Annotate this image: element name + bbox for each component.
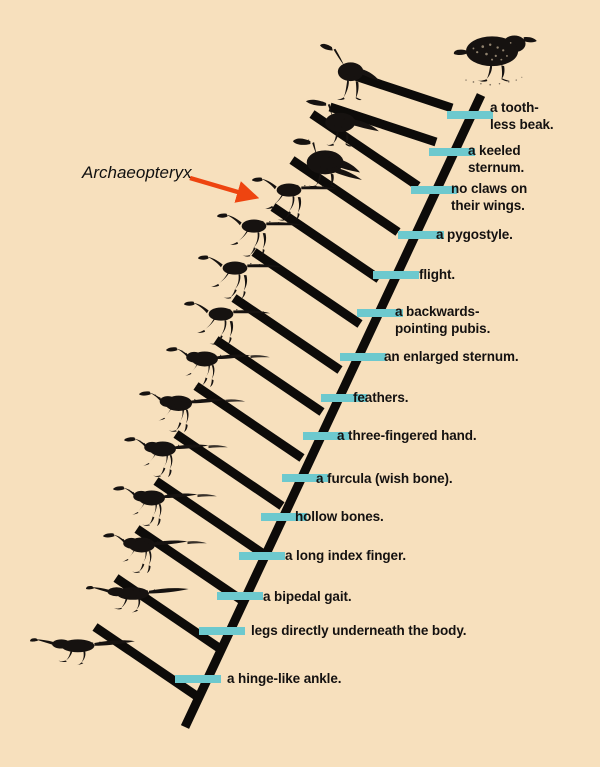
- character-label-feathers: feathers.: [353, 390, 409, 405]
- tick-no-claws-on-their-wings: [411, 186, 457, 194]
- character-label-a-bipedal-gait: a bipedal gait.: [263, 589, 352, 604]
- organism-theropod-skeleton-08: [184, 301, 271, 345]
- tick-a-keeled-sternum: [429, 148, 475, 156]
- character-label-a-backwards-pointing-pubis: a backwards- pointing pubis.: [395, 304, 491, 336]
- tick-legs-directly-underneath: [199, 627, 245, 635]
- character-label-legs-directly-underneath-the-body: legs directly underneath the body.: [251, 623, 467, 638]
- tick-a-toothless-beak: [447, 111, 493, 119]
- tick-feathers: [321, 394, 367, 402]
- character-label-a-toothless-beak: a tooth- less beak.: [490, 100, 554, 132]
- branch-14: [344, 68, 454, 113]
- branch-9: [251, 248, 363, 328]
- organism-bird-skeleton-diver: [320, 43, 380, 101]
- tick-a-bipedal-gait: [217, 592, 263, 600]
- character-label-a-three-fingered-hand: a three-fingered hand.: [337, 428, 477, 443]
- organism-theropod-skeleton-01: [30, 638, 135, 666]
- character-label-a-hinge-like-ankle: a hinge-like ankle.: [227, 671, 342, 686]
- tick-an-enlarged-sternum: [340, 353, 386, 361]
- trunk-line: [180, 93, 486, 729]
- branch-8: [231, 294, 343, 374]
- archaeopteryx-label: Archaeopteryx: [82, 163, 192, 182]
- character-label-hollow-bones: hollow bones.: [295, 509, 384, 524]
- tick-flight: [373, 271, 419, 279]
- tick-a-hinge-like-ankle: [175, 675, 221, 683]
- tick-a-long-index-finger: [239, 552, 285, 560]
- character-label-a-keeled-sternum: a keeled sternum.: [468, 143, 525, 175]
- branch-6: [193, 382, 305, 462]
- tick-hollow-bones: [261, 513, 307, 521]
- branch-4: [153, 477, 265, 557]
- organism-theropod-skeleton-02: [86, 586, 189, 613]
- character-label-a-pygostyle: a pygostyle.: [436, 227, 513, 242]
- tick-a-three-fingered-hand: [303, 432, 349, 440]
- character-label-an-enlarged-sternum: an enlarged sternum.: [384, 349, 519, 364]
- branch-10: [270, 203, 382, 283]
- archaeopteryx-arrow: [189, 175, 260, 203]
- organism-modern-bird: [453, 35, 537, 86]
- branch-1: [92, 623, 204, 703]
- branch-7: [213, 336, 325, 416]
- character-ticks: [175, 111, 493, 683]
- tick-a-furcula: [282, 474, 328, 482]
- branch-11: [289, 156, 401, 236]
- branch-13: [328, 102, 438, 147]
- character-label-a-long-index-finger: a long index finger.: [285, 548, 407, 563]
- character-label-a-furcula: a furcula (wish bone).: [316, 471, 453, 486]
- tick-a-pygostyle: [398, 231, 444, 239]
- tick-a-backwards-pointing-pubis: [357, 309, 403, 317]
- character-label-no-claws-on-their-wings: no claws on their wings.: [451, 181, 528, 213]
- character-label-flight: flight.: [419, 267, 456, 282]
- branch-3: [134, 525, 246, 605]
